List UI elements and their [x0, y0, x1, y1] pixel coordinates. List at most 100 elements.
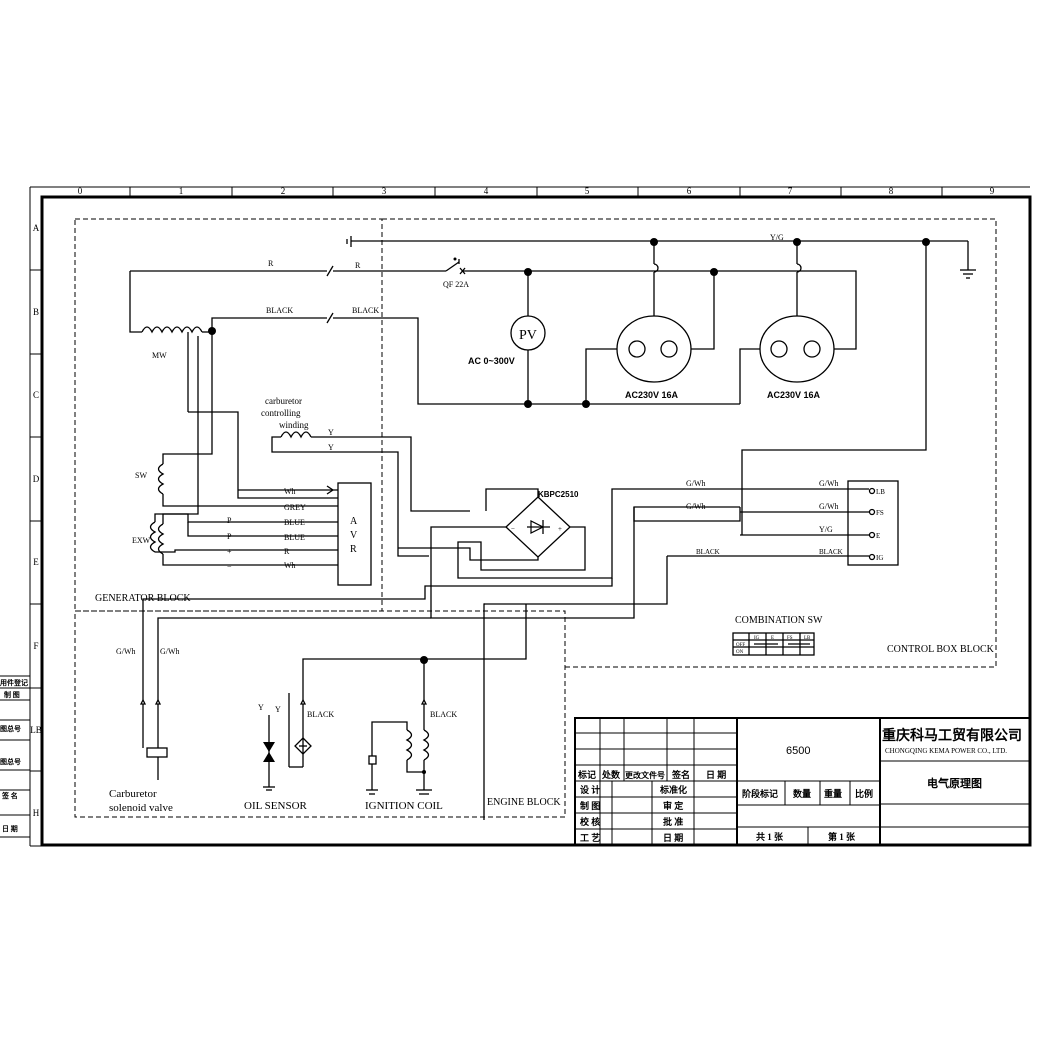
col-label: 8 [889, 186, 894, 196]
wire-label-yg: Y/G [770, 233, 784, 242]
wire-label-gwh: G/Wh [819, 502, 839, 511]
row-label: C [33, 390, 39, 400]
rev-header: 签名 [671, 769, 690, 780]
ignition-coil [366, 656, 432, 795]
strip-label: 图总号 [0, 757, 21, 766]
carb-winding-label: carburetor [265, 396, 302, 406]
row-label: LB [30, 725, 42, 735]
engine-block-label: ENGINE BLOCK [487, 797, 561, 808]
control-box-block-label: CONTROL BOX BLOCK [887, 644, 995, 655]
avr-label: V [350, 530, 358, 541]
terminal-label-lb: LB [876, 488, 885, 496]
avr-label: R [350, 544, 357, 555]
strip-label: 制 图 [4, 690, 20, 699]
wire-label-black: BLACK [266, 306, 293, 315]
engine-block-outline [74, 610, 566, 818]
wire-label-blue: BLUE [284, 533, 305, 542]
wire-label-gwh: G/Wh [686, 502, 706, 511]
carb-winding-label: winding [279, 420, 309, 430]
ground-line [346, 236, 976, 279]
exw-label: EXW [132, 536, 151, 545]
carb-valve-label: solenoid valve [109, 802, 173, 814]
col-label: 6 [687, 186, 692, 196]
ignition-coil-label: IGNITION COIL [365, 800, 443, 812]
wire-label-wh: Wh [284, 487, 296, 496]
wire-label-blue: BLUE [284, 518, 305, 527]
model-number: 6500 [786, 745, 810, 757]
stage-header: 数量 [793, 788, 811, 799]
role-right: 审 定 [663, 800, 684, 811]
left-registration-strip: 用件登记 制 图 图总号 图总号 签 名 日 期 [0, 675, 30, 838]
role-left: 设 计 [580, 784, 600, 795]
strip-label: 图总号 [0, 724, 21, 733]
rev-header: 标记 [577, 769, 596, 780]
row-label: B [33, 307, 39, 317]
sheet-number: 第 1 张 [828, 831, 856, 842]
socket-label: AC230V 16A [767, 390, 821, 400]
cs-header: LB [804, 636, 811, 641]
role-left: 校 核 [580, 816, 600, 827]
terminal-label-ig: IG [876, 554, 883, 562]
wire-label-y: Y [275, 705, 281, 714]
stage-header: 重量 [824, 788, 842, 799]
wire-label-grey: GREY [284, 503, 306, 512]
wire-label-minus: − [227, 562, 232, 571]
wire-label-wh: Wh [284, 561, 296, 570]
role-right: 批 准 [663, 816, 683, 827]
avr-module [238, 482, 372, 586]
cs-row: ON [736, 650, 744, 655]
rev-header: 更改文件号 [625, 770, 665, 780]
circuit-breaker-icon [453, 257, 466, 275]
combination-sw-table [732, 632, 815, 656]
strip-label: 日 期 [2, 824, 18, 833]
row-label: H [33, 808, 40, 818]
sheets-total: 共 1 张 [756, 831, 784, 842]
rectifier-plus-terminal: + [558, 525, 562, 533]
wire-label-black: BLACK [430, 710, 457, 719]
combination-switch-terminals [483, 242, 927, 820]
company-name-cn: 重庆科马工贸有限公司 [882, 727, 1022, 744]
oil-sensor [263, 604, 527, 791]
role-left: 工 艺 [580, 832, 600, 843]
mw-label: MW [152, 351, 167, 360]
row-label: F [33, 641, 38, 651]
breaker-label: QF 22A [443, 280, 469, 289]
black-line [211, 312, 741, 405]
wire-label-yg: Y/G [819, 525, 833, 534]
title-block [574, 717, 1031, 846]
col-label: 7 [788, 186, 793, 196]
wire-label-gwh: G/Wh [116, 647, 136, 656]
wire-label-black: BLACK [696, 548, 720, 556]
col-label: 1 [179, 186, 184, 196]
wire-label-black: BLACK [819, 548, 843, 556]
terminal-label-e: E [876, 532, 880, 540]
carb-winding-label: controlling [261, 408, 301, 418]
terminal-label-fs: FS [876, 509, 884, 517]
carb-valve-label: Carburetor [109, 788, 157, 800]
company-name-en: CHONGQING KEMA POWER CO., LTD. [885, 747, 1007, 755]
cs-row: OFF [736, 643, 745, 648]
col-label: 9 [990, 186, 995, 196]
r-line [130, 259, 714, 277]
grid-row-labels: A B C D E F LB H [30, 223, 42, 818]
sw-label: SW [135, 471, 147, 480]
drawing-title: 电气原理图 [927, 776, 982, 790]
combination-sw-label: COMBINATION SW [735, 615, 823, 626]
socket-1 [582, 242, 718, 408]
row-label: A [33, 223, 40, 233]
sw-winding [157, 331, 338, 507]
rectifier-minus-terminal: − [511, 525, 515, 533]
exw-winding [149, 498, 338, 566]
voltmeter-label: PV [519, 328, 537, 343]
col-label: 5 [585, 186, 590, 196]
row-label: D [33, 474, 40, 484]
role-right: 日 期 [663, 832, 683, 843]
wire-label-y: Y [328, 443, 334, 452]
wire-label-y: Y [328, 428, 334, 437]
stage-header: 比例 [855, 788, 873, 799]
wire-label-r: R [355, 261, 361, 270]
wire-label-black: BLACK [352, 306, 379, 315]
role-right: 标准化 [659, 784, 687, 795]
wire-label-y: Y [258, 703, 264, 712]
